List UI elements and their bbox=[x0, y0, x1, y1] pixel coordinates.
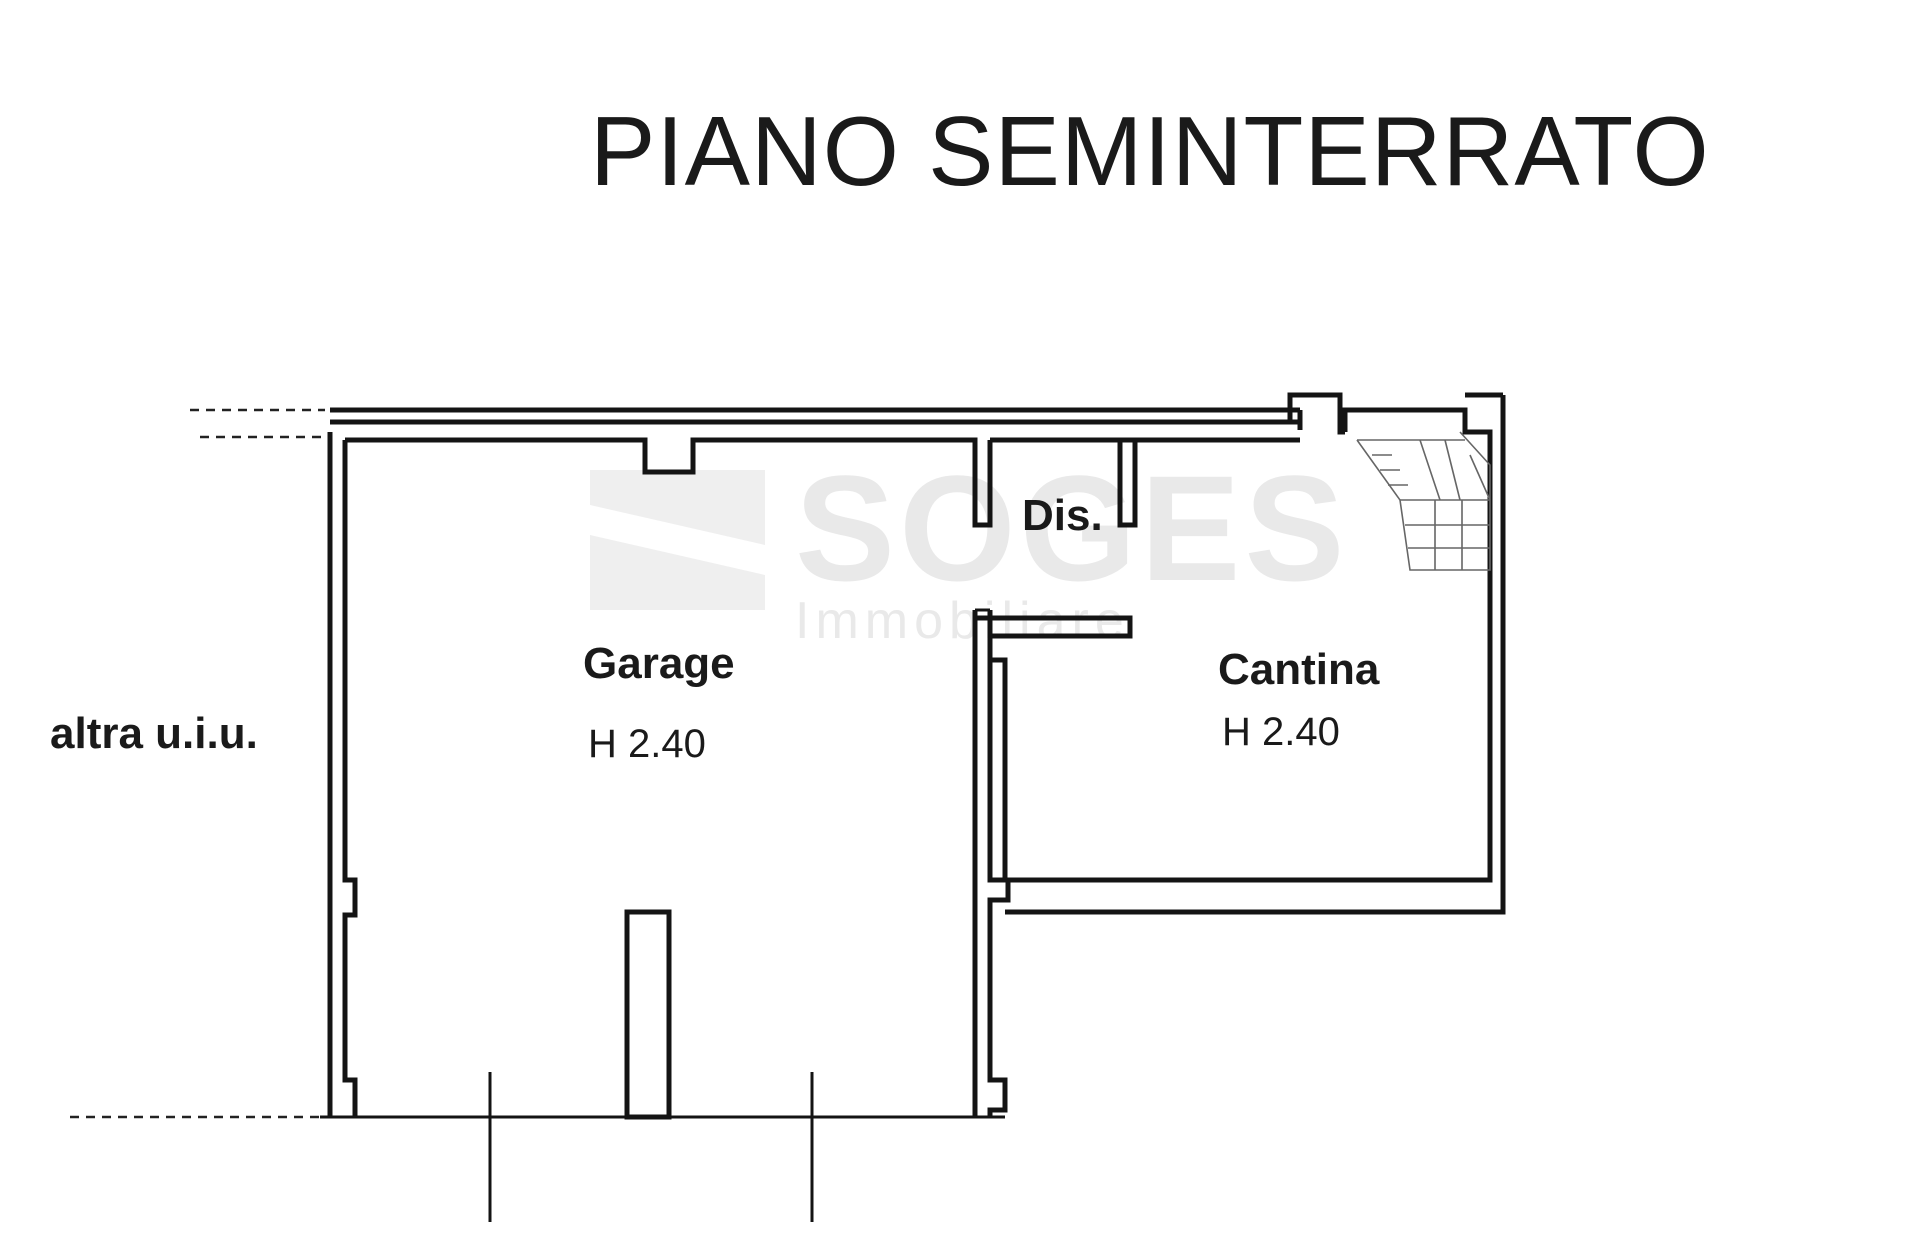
cantina-walls bbox=[990, 392, 1506, 915]
room-height-cantina: H 2.40 bbox=[1222, 710, 1340, 754]
room-height-garage: H 2.40 bbox=[588, 722, 706, 766]
garage-pillar bbox=[624, 909, 672, 1120]
staircase bbox=[1356, 431, 1491, 571]
room-label-garage: Garage bbox=[583, 639, 735, 688]
watermark-brand: SOGES bbox=[795, 444, 1349, 612]
room-label-cantina: Cantina bbox=[1218, 645, 1380, 694]
adjacent-unit-label: altra u.i.u. bbox=[50, 709, 258, 758]
watermark-sub: Immobiliare bbox=[795, 592, 1130, 650]
garage-walls bbox=[320, 432, 1011, 1222]
watermark-emblem-stripe bbox=[590, 505, 765, 575]
room-label-dis: Dis. bbox=[1022, 491, 1103, 540]
top-wall bbox=[330, 392, 1345, 435]
dis-walls bbox=[972, 437, 1300, 660]
plan-title: PIANO SEMINTERRATO bbox=[590, 96, 1710, 206]
watermark-logo: SOGES Immobiliare bbox=[590, 444, 1349, 650]
